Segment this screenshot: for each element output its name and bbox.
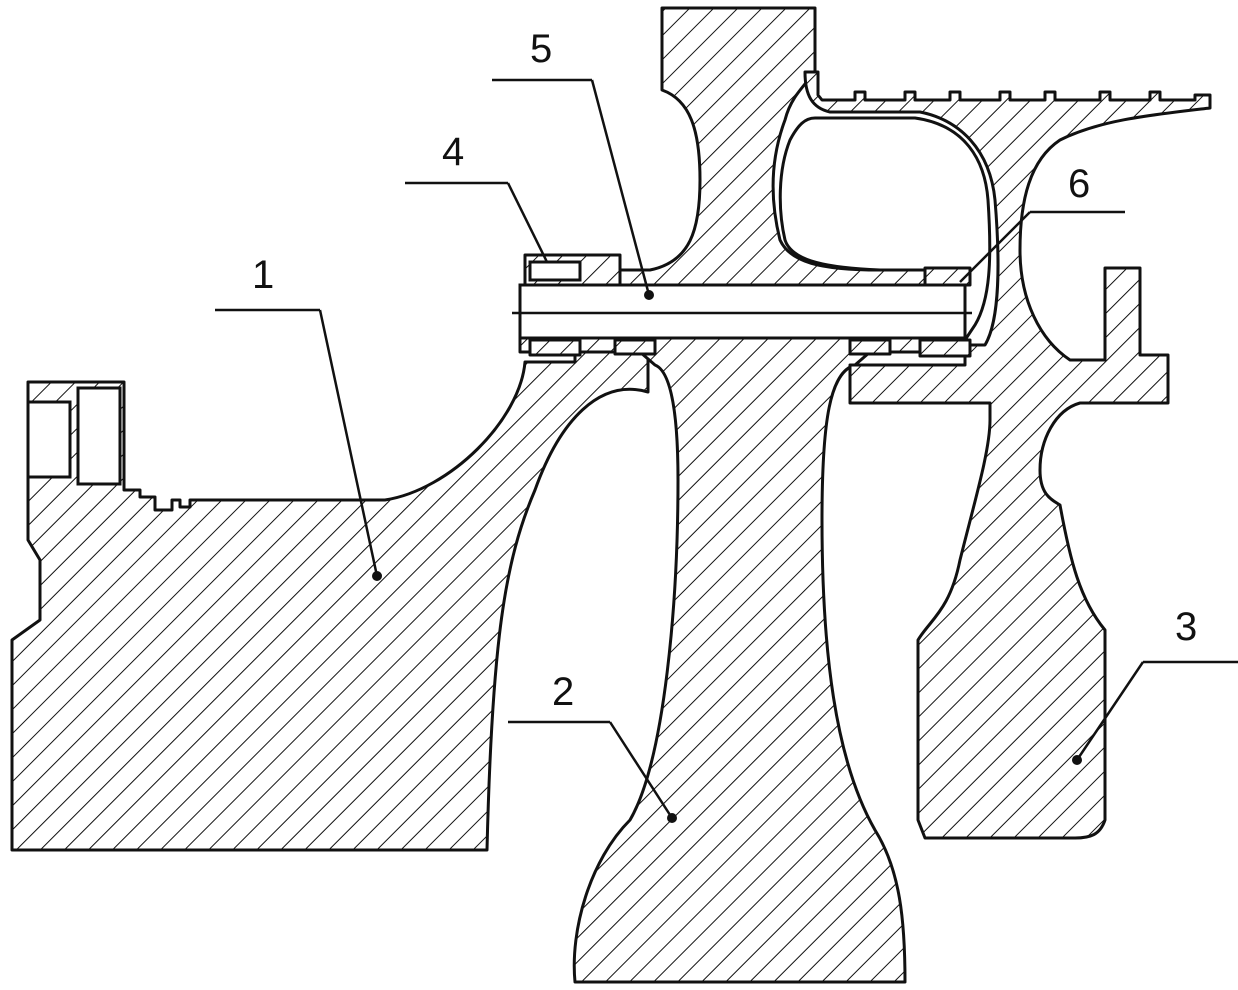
- part-5-bolt: [520, 285, 965, 338]
- label-part-4: 4: [442, 130, 464, 174]
- label-part-2: 2: [552, 670, 574, 714]
- label-part-1: 1: [252, 253, 274, 297]
- seal-ring-right: [850, 340, 890, 354]
- part-1-flange-slot: [28, 402, 70, 477]
- part-4-nut-inner: [530, 262, 580, 280]
- label-part-3: 3: [1175, 605, 1197, 649]
- label-part-6: 6: [1068, 162, 1090, 206]
- part-1-flange-slot-2: [78, 388, 120, 484]
- label-part-5: 5: [530, 27, 552, 71]
- part-2-disk-body: [520, 338, 960, 982]
- part-6-nut: [925, 268, 970, 285]
- seal-ring-left: [615, 340, 655, 354]
- leader-4: [405, 183, 547, 262]
- part-6-washer: [920, 340, 970, 356]
- part-4-washer: [530, 340, 580, 355]
